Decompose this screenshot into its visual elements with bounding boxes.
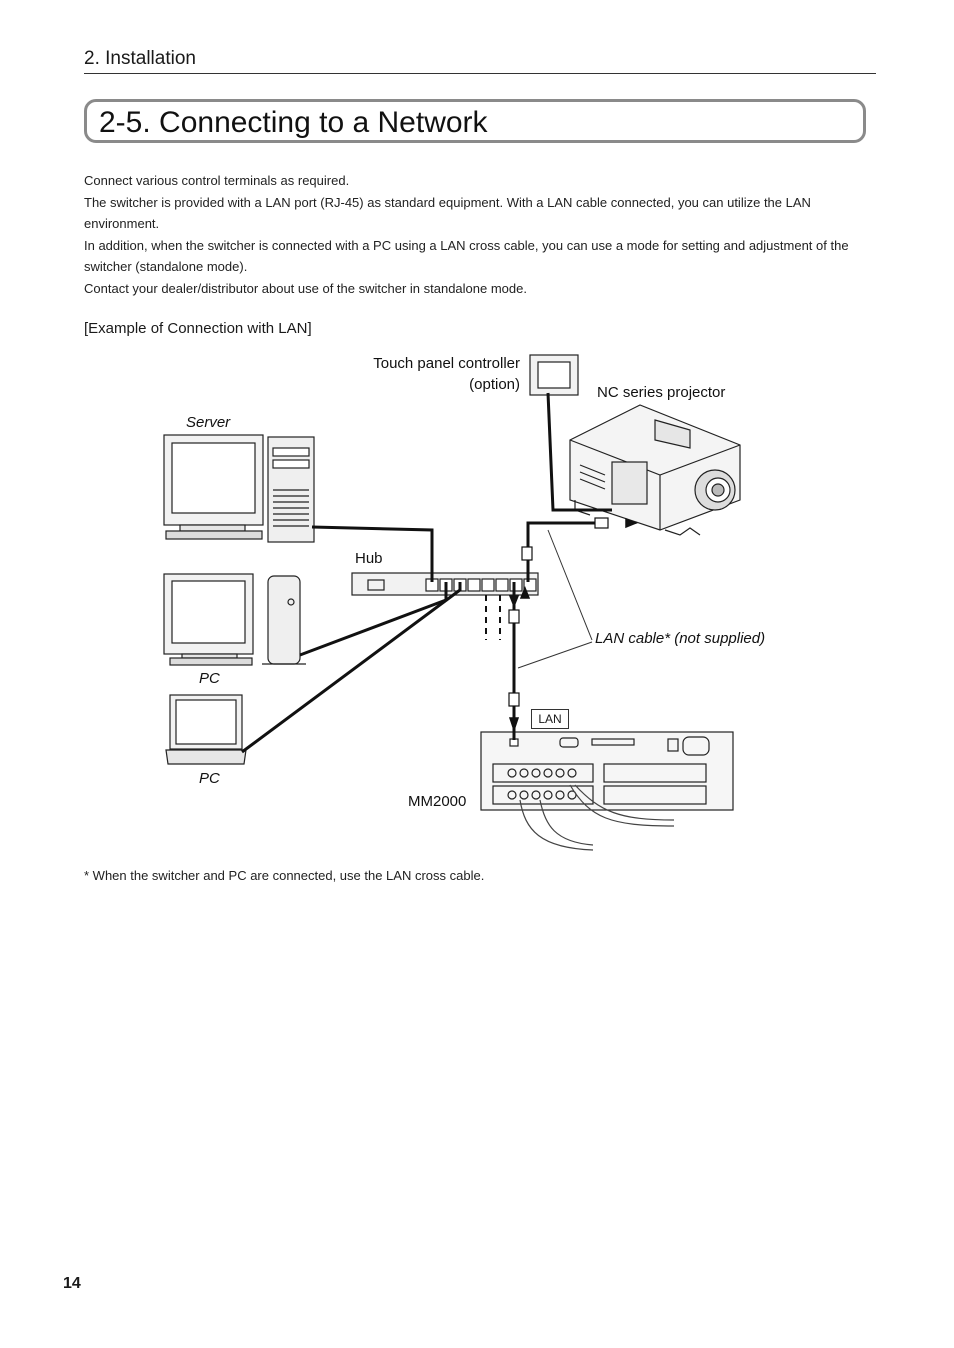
pc-label: PC: [199, 670, 220, 687]
example-heading: [Example of Connection with LAN]: [84, 320, 312, 337]
touch-panel-label: Touch panel controller: [373, 355, 520, 372]
intro-paragraph: In addition, when the switcher is connec…: [84, 237, 849, 275]
intro-paragraph: Contact your dealer/distributor about us…: [84, 280, 527, 296]
lan-cable-label: LAN cable* (not supplied): [595, 630, 766, 647]
projector-label: NC series projector: [597, 384, 726, 401]
page-title: 2-5. Connecting to a Network: [99, 106, 488, 139]
touch-panel-icon: [529, 354, 579, 402]
laptop-icon: [165, 694, 247, 765]
page-title-box: 2-5. Connecting to a Network: [84, 99, 866, 143]
hub-label: Hub: [355, 550, 383, 567]
intro-paragraph: The switcher is provided with a LAN port…: [84, 194, 811, 232]
pc-label: PC: [199, 770, 220, 787]
server-icon: [163, 434, 315, 543]
touch-panel-option-label: (option): [469, 376, 520, 393]
server-label: Server: [186, 414, 231, 431]
mm2000-icon: [480, 731, 734, 811]
footnote: * When the switcher and PC are connected…: [84, 868, 485, 883]
intro-paragraph: Connect various control terminals as req…: [84, 173, 350, 188]
page-number: 14: [63, 1275, 81, 1292]
pc-desktop-icon: [163, 573, 306, 666]
projector-icon: [569, 404, 741, 536]
section-header: 2. Installation: [84, 47, 876, 74]
section-title: 2. Installation: [84, 48, 196, 69]
lan-port-tag: LAN: [531, 709, 569, 729]
connection-diagram: [163, 354, 741, 851]
intro-text: Connect various control terminals as req…: [84, 170, 876, 299]
mm2000-label: MM2000: [408, 793, 467, 810]
